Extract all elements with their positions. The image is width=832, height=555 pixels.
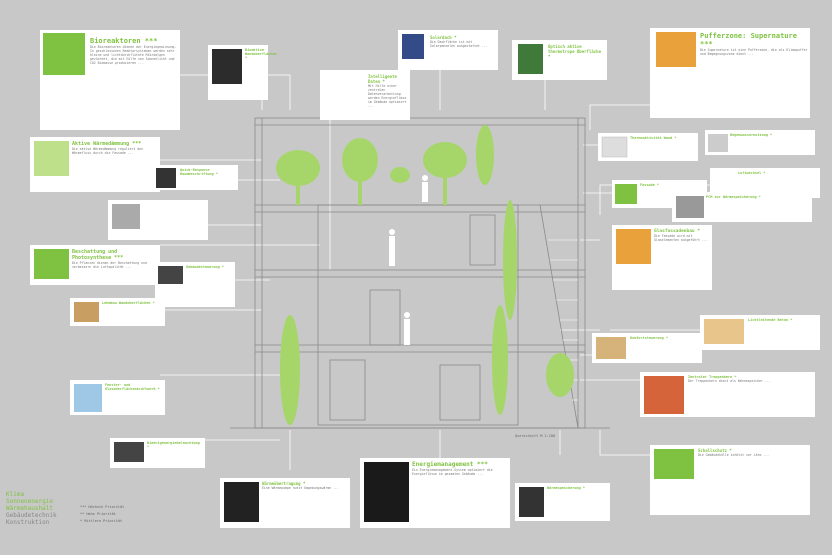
card-lehmbau: Lehmbau Wandoberflächen * (102, 301, 164, 305)
card-text: Die Fassade wird mit Glaselementen ausge… (654, 234, 708, 242)
legend-category: Klima (6, 491, 25, 498)
building-structure (230, 117, 610, 429)
plants (276, 125, 574, 425)
card-komfortsteuerung: Komfortsteuerung * (630, 336, 700, 340)
card-beschattung: Beschattung und Photosynthese *** Die Pf… (72, 249, 158, 269)
card-text: Die Pflanzen dienen der Beschattung und … (72, 261, 147, 269)
card-regenwasser: Regenwassernutzung * (730, 133, 812, 137)
card-title: Quick-Response Raumbeschriftung * (180, 168, 218, 176)
card-title: Intelligente Daten * (368, 74, 397, 84)
card-title: Aktive Wärmedämmung *** (72, 141, 142, 147)
card-title: Fenster- und Glasoberflächenkraftwerk * (105, 383, 160, 391)
card-thermoaktiv: Thermoaktivität Wand * (630, 136, 696, 140)
stairs (548, 239, 578, 401)
card-title: PCM zur Wärmespeicherung * (706, 195, 761, 199)
card-zentraltreppe: Zentraler Treppenkern * Der Treppenkern … (688, 375, 812, 383)
legend-category: Sonnenenergie (6, 498, 53, 505)
card-waermespeicher: Wärmespeicherung * (547, 486, 607, 490)
card-solardach: Solardach * Die Dachfläche ist mit Solar… (430, 35, 496, 48)
card-pufferzone: Pufferzone: Supernature *** Die Supernat… (700, 32, 808, 56)
card-title: Optisch aktive thermotrope Oberfläche * (548, 44, 601, 59)
card-intelligente-daten: Intelligente Daten * Mit Hilfe einer zen… (368, 74, 408, 108)
card-aktive-waermedaemmung: Aktive Wärmedämmung *** Die aktive Wärme… (72, 141, 158, 155)
card-title: Gebäudesteuerung * (186, 265, 224, 269)
card-title: Bioaktive Wandoberflächen * (245, 48, 277, 60)
card-title: Thermoaktivität Wand * (630, 136, 677, 140)
card-title: Wärmeübertragung * (262, 481, 306, 486)
card-bioreaktoren: Bioreaktoren *** Die Bioreaktoren dienen… (90, 37, 178, 65)
card-fassade: Fassade * (640, 183, 705, 187)
legend-category: Gebäudetechnik (6, 512, 57, 519)
card-optisch-thermo: Optisch aktive thermotrope Oberfläche * (548, 44, 604, 59)
section-label: Querschnitt M 1:100 (515, 434, 556, 438)
thumbnails (34, 32, 744, 522)
card-title: Solardach * (430, 35, 457, 40)
card-title: Bioreaktoren *** (90, 37, 158, 45)
legend-category: Wärmehaushalt (6, 505, 53, 512)
card-title: Lichtleitende Beton * (748, 318, 793, 322)
card-text: Mit Hilfe einer zentralen Datenverarbeit… (368, 84, 407, 108)
card-title: Komfortsteuerung * (630, 336, 668, 340)
card-niedrigenergie: Niedrigenergiebeleuchtung * (147, 441, 203, 449)
card-text: Die Dachfläche ist mit Solarpaneelen aus… (430, 40, 488, 48)
card-title: Pufferzone: Supernature *** (700, 32, 797, 48)
card-title: Energiemanagement *** (412, 461, 488, 468)
card-title: Schallschutz * (698, 448, 732, 453)
card-waermepumpe: Wärmeübertragung * Eine Wärmepumpe nutzt… (262, 481, 348, 490)
card-title: Zentraler Treppenkern * (688, 375, 737, 379)
legend-key: * Mittlere Priorität (80, 519, 123, 523)
card-text: Die Bioreaktoren dienen der Energiegewin… (90, 45, 177, 65)
card-text: Die Gebäudehülle schützt vor Lärm ... (698, 453, 770, 457)
card-qr: Quick-Response Raumbeschriftung * (180, 168, 236, 176)
card-text: Der Treppenkern dient als Wärmespeicher … (688, 379, 771, 383)
card-pcm: PCM zur Wärmespeicherung * (706, 195, 810, 199)
card-title: Lehmbau Wandoberflächen * (102, 301, 155, 305)
card-kraftwerk: Fenster- und Glasoberflächenkraftwerk * (105, 383, 163, 391)
card-text: Die Supernature ist eine Pufferzone, die… (700, 48, 808, 56)
card-title: Beschattung und Photosynthese *** (72, 249, 124, 261)
card-sensor: Gebäudesteuerung * (186, 265, 232, 269)
card-title: Glasfassadenbau * (654, 229, 701, 234)
card-text: Eine Wärmepumpe nutzt Umgebungswärme ... (262, 486, 339, 490)
card-title: Niedrigenergiebeleuchtung * (147, 441, 200, 449)
card-title: Wärmespeicherung * (547, 486, 585, 490)
legend-key: ** Hohe Priorität (80, 512, 116, 516)
card-lichtleitende: Lichtleitende Beton * (748, 318, 818, 322)
card-bioaktive: Bioaktive Wandoberflächen * (245, 48, 277, 60)
card-title: Regenwassernutzung * (730, 133, 773, 137)
legend-category: Konstruktion (6, 519, 50, 526)
card-luftwechsel: Luftwechsel * (738, 171, 818, 175)
card-schallschutz: Schallschutz * Die Gebäudehülle schützt … (698, 448, 808, 457)
people (389, 175, 428, 345)
card-energiemanagement: Energiemanagement *** Ein Energiemanagem… (412, 461, 508, 476)
card-text: Ein Energiemanagement-System optimiert d… (412, 468, 493, 476)
card-glasfassade: Glasfassadenbau * Die Fassade wird mit G… (654, 229, 710, 242)
legend-key: *** Höchste Priorität (80, 505, 125, 509)
card-title: Fassade * (640, 183, 659, 187)
card-title: Luftwechsel * (738, 171, 766, 175)
card-text: Die aktive Wärmedämmung reguliert den Wä… (72, 147, 144, 155)
